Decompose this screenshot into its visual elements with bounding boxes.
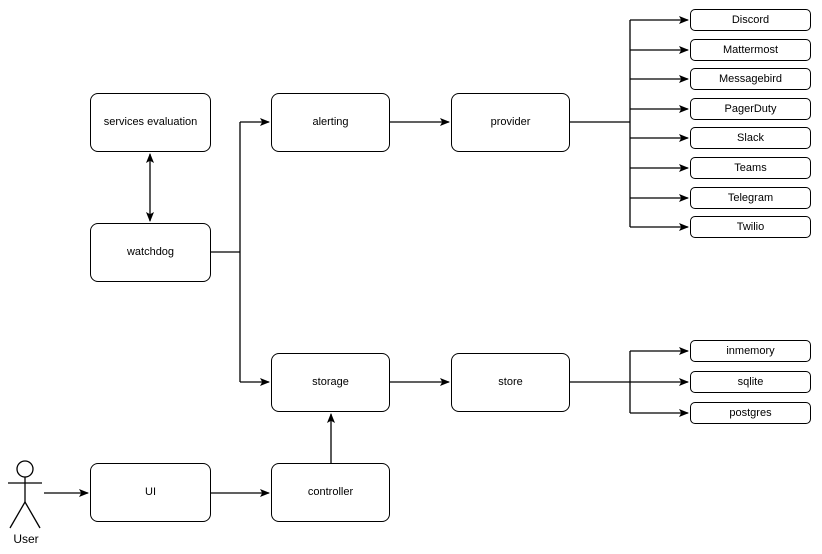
node-label: storage: [312, 376, 349, 388]
node-store-postgres[interactable]: postgres: [690, 402, 811, 424]
node-label: Telegram: [727, 191, 774, 204]
node-provider-pagerduty[interactable]: PagerDuty: [690, 98, 811, 120]
node-label: Teams: [734, 161, 767, 174]
node-provider-slack[interactable]: Slack: [690, 127, 811, 149]
node-label: Mattermost: [722, 43, 778, 56]
node-storage[interactable]: storage: [271, 353, 390, 412]
stick-figure-icon: [8, 460, 42, 529]
node-label: services evaluation: [103, 116, 198, 128]
node-controller[interactable]: controller: [271, 463, 390, 522]
node-provider-teams[interactable]: Teams: [690, 157, 811, 179]
node-label: alerting: [312, 116, 349, 128]
node-label: store: [498, 376, 523, 388]
node-provider-messagebird[interactable]: Messagebird: [690, 68, 811, 90]
node-store-sqlite[interactable]: sqlite: [690, 371, 811, 393]
node-provider-telegram[interactable]: Telegram: [690, 187, 811, 209]
node-label: inmemory: [726, 344, 775, 357]
node-ui[interactable]: UI: [90, 463, 211, 522]
node-provider-discord[interactable]: Discord: [690, 9, 811, 31]
node-label: PagerDuty: [724, 102, 777, 115]
node-store[interactable]: store: [451, 353, 570, 412]
node-label: Slack: [737, 131, 764, 144]
node-provider-mattermost[interactable]: Mattermost: [690, 39, 811, 61]
node-watchdog[interactable]: watchdog: [90, 223, 211, 282]
actor-label-text: User: [13, 532, 39, 546]
node-label: postgres: [729, 406, 772, 419]
node-label: watchdog: [126, 246, 175, 258]
node-label: Messagebird: [719, 72, 782, 85]
node-label: sqlite: [737, 375, 764, 388]
actor-user-label: User: [0, 532, 52, 546]
node-label: controller: [307, 486, 354, 498]
node-provider-twilio[interactable]: Twilio: [690, 216, 811, 238]
node-provider[interactable]: provider: [451, 93, 570, 152]
node-store-inmemory[interactable]: inmemory: [690, 340, 811, 362]
node-alerting[interactable]: alerting: [271, 93, 390, 152]
node-services-evaluation[interactable]: services evaluation: [90, 93, 211, 152]
node-label: UI: [145, 486, 156, 498]
node-label: provider: [490, 116, 531, 128]
node-label: Twilio: [736, 220, 765, 233]
node-label: Discord: [731, 13, 770, 26]
